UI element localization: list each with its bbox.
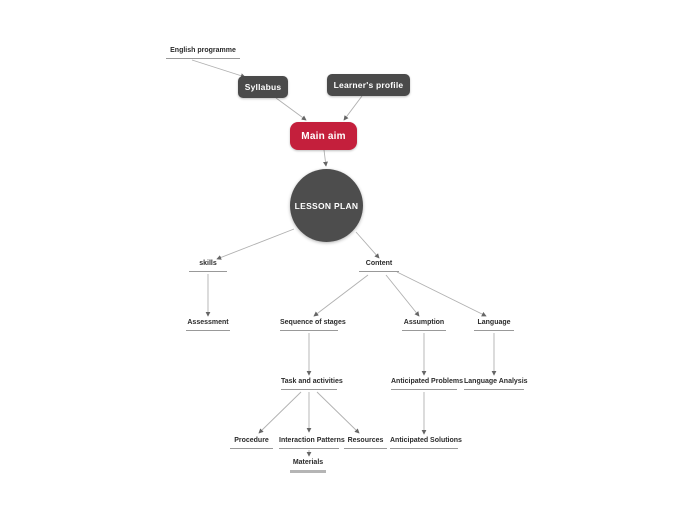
topic-skills[interactable]: skills	[189, 259, 227, 272]
edge-learnersprofile-mainaim	[343, 95, 363, 121]
topic-resources[interactable]: Resources	[344, 436, 387, 449]
topic-content[interactable]: Content	[359, 259, 399, 272]
edge-content-language	[396, 271, 487, 317]
edge-taskandactivities-resources	[316, 391, 360, 434]
topic-anticipated-solutions[interactable]: Anticipated Solutions	[390, 436, 462, 449]
connectors-group	[191, 59, 497, 457]
topic-english-programme[interactable]: English programme	[166, 46, 240, 59]
topic-assumption[interactable]: Assumption	[402, 318, 446, 331]
topic-language[interactable]: Language	[474, 318, 514, 331]
edge-content-sequenceofstages	[313, 274, 369, 317]
topic-task-and-activities[interactable]: Task and activities	[281, 377, 343, 390]
topic-anticipated-problems[interactable]: Anticipated Problems	[391, 377, 463, 390]
edge-mainaim-lessonplan	[323, 149, 328, 167]
topic-assessment[interactable]: Assessment	[186, 318, 230, 331]
edge-englishprogramme-syllabus	[191, 59, 246, 79]
topic-learners-profile[interactable]: Learner's profile	[327, 74, 410, 96]
edge-lessonplan-skills	[216, 228, 295, 260]
topic-language-analysis[interactable]: Language Analysis	[464, 377, 528, 390]
topic-syllabus[interactable]: Syllabus	[238, 76, 288, 98]
topic-interaction-patterns[interactable]: Interaction Patterns	[279, 436, 345, 449]
topic-lesson-plan-root[interactable]: LESSON PLAN	[290, 169, 363, 242]
topic-procedure[interactable]: Procedure	[230, 436, 273, 449]
topic-main-aim[interactable]: Main aim	[290, 122, 357, 150]
edge-content-assumption	[385, 274, 420, 317]
topic-materials[interactable]: Materials	[290, 458, 326, 473]
edge-taskandactivities-procedure	[258, 391, 302, 434]
edge-syllabus-mainaim	[275, 97, 307, 121]
topic-sequence-of-stages[interactable]: Sequence of stages	[280, 318, 346, 331]
edge-lessonplan-content	[355, 231, 380, 259]
